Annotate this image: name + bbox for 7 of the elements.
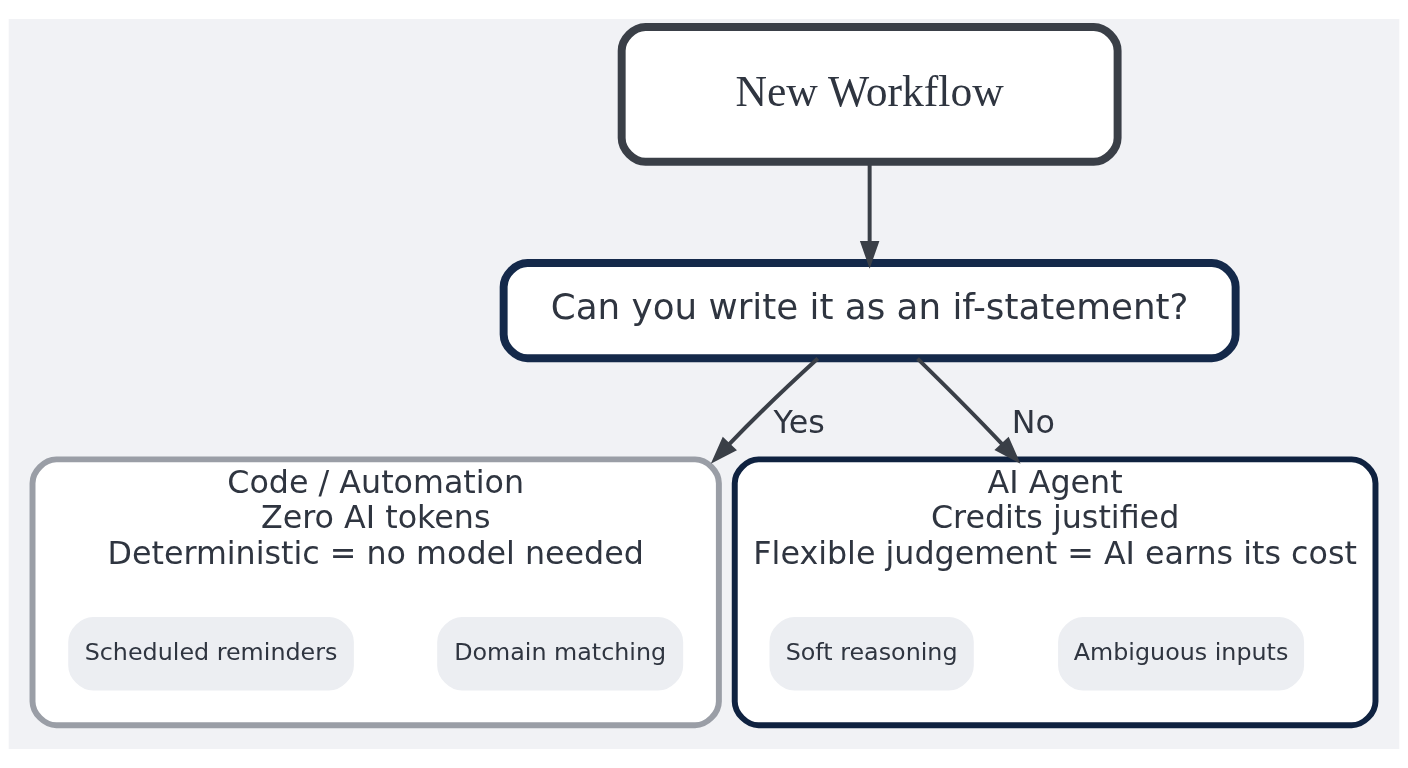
arrow xyxy=(710,357,820,464)
arrow xyxy=(916,357,1021,464)
edge-label: No xyxy=(1011,404,1055,441)
edge-label: Yes xyxy=(773,404,825,441)
node-box: Can you write it as an if-statement? xyxy=(499,259,1240,363)
node-box: New Workflow xyxy=(617,22,1122,166)
arrow xyxy=(859,162,880,269)
